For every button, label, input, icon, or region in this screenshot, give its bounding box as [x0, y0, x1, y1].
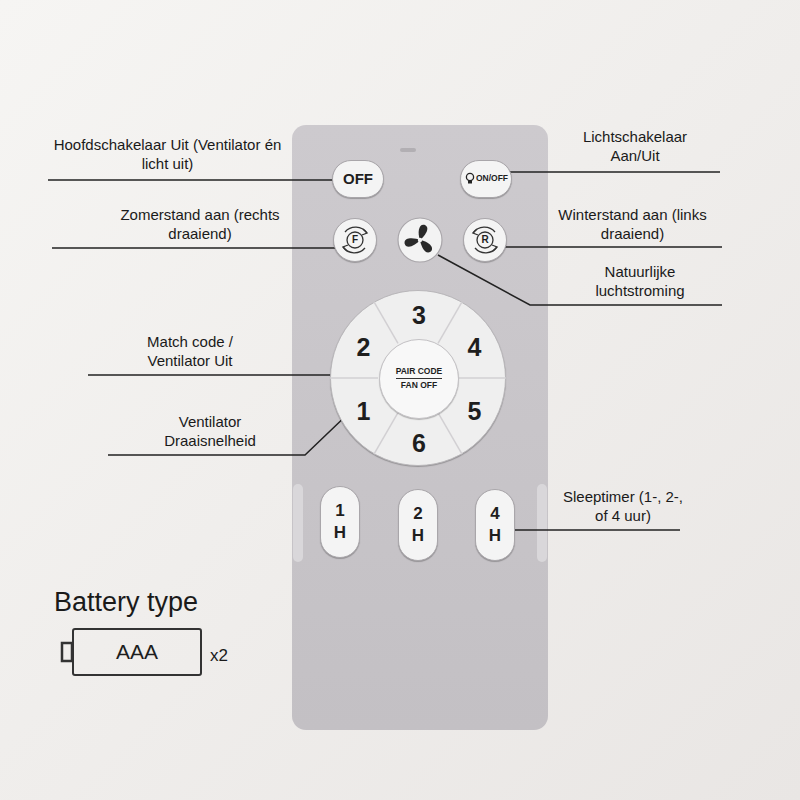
battery-type-text: AAA [116, 640, 158, 664]
summer-mode-button: F [333, 218, 377, 262]
battery-count: x2 [210, 645, 250, 666]
callout-text: Ventilator Draaisnelheid [140, 413, 280, 451]
pair-code-button: PAIR CODE FAN OFF [379, 339, 459, 419]
timer-button: 1 H [320, 486, 360, 558]
battery-heading: Battery type [54, 586, 294, 620]
speed-number: 6 [412, 431, 426, 456]
callout-text: Match code / Ventilator Uit [120, 333, 260, 371]
segment-divider [374, 302, 398, 344]
winter-mode-button: R [463, 218, 507, 262]
leader-line [505, 529, 680, 531]
callout-text: Winterstand aan (links draaiend) [545, 206, 720, 244]
button-label: OFF [343, 170, 373, 187]
fan-button [398, 218, 442, 262]
leader-line [490, 246, 722, 248]
leader-line [495, 171, 720, 173]
segment-divider [458, 377, 506, 379]
speed-number: 4 [467, 335, 481, 360]
segment-divider [330, 377, 378, 379]
speed-wheel: 3 2 4 1 5 6 PAIR CODE FAN OFF [330, 290, 506, 466]
side-key [537, 484, 547, 562]
callout-text: Lichtschakelaar Aan/Uit [560, 128, 710, 166]
remote-body [292, 125, 548, 730]
button-label: ON/OFF [476, 174, 508, 184]
speed-number: 5 [467, 399, 481, 424]
propeller-blade [403, 234, 421, 249]
segment-divider [374, 413, 398, 455]
battery-terminal [62, 643, 72, 661]
side-key [293, 484, 303, 562]
propeller-icon [403, 225, 434, 254]
callout-text: Zomerstand aan (rechts draaiend) [115, 206, 285, 244]
speed-number: 3 [412, 303, 426, 328]
led-slit [400, 148, 416, 152]
leader-line [48, 179, 340, 181]
button-label: F [352, 234, 358, 246]
off-button: OFF [332, 160, 384, 198]
light-button: ON/OFF [460, 160, 512, 198]
leader-line [438, 255, 722, 305]
timer-button: 4 H [475, 489, 515, 561]
leader-lines [48, 172, 722, 530]
segment-divider [438, 302, 462, 344]
propeller-blade [419, 225, 428, 240]
button-label: 1 H [333, 500, 347, 544]
button-label: R [481, 234, 488, 246]
callout-text: Hoofdschakelaar Uit (Ventilator én licht… [45, 136, 290, 174]
pair-code-text: PAIR CODE [396, 367, 443, 379]
battery-box: AAA [72, 628, 202, 676]
button-label: 2 H [411, 503, 425, 547]
speed-number: 1 [357, 399, 371, 424]
callout-text: Natuurlijke luchtstroming [560, 263, 720, 301]
leader-line [52, 247, 340, 249]
propeller-hub [418, 238, 422, 242]
timer-button: 2 H [398, 489, 438, 561]
speed-number: 2 [357, 335, 371, 360]
leader-line [108, 410, 352, 455]
button-label: 4 H [488, 503, 502, 547]
segment-divider [438, 413, 462, 455]
callout-text: Sleeptimer (1-, 2-, of 4 uur) [562, 488, 684, 526]
fan-off-text: FAN OFF [401, 381, 437, 391]
